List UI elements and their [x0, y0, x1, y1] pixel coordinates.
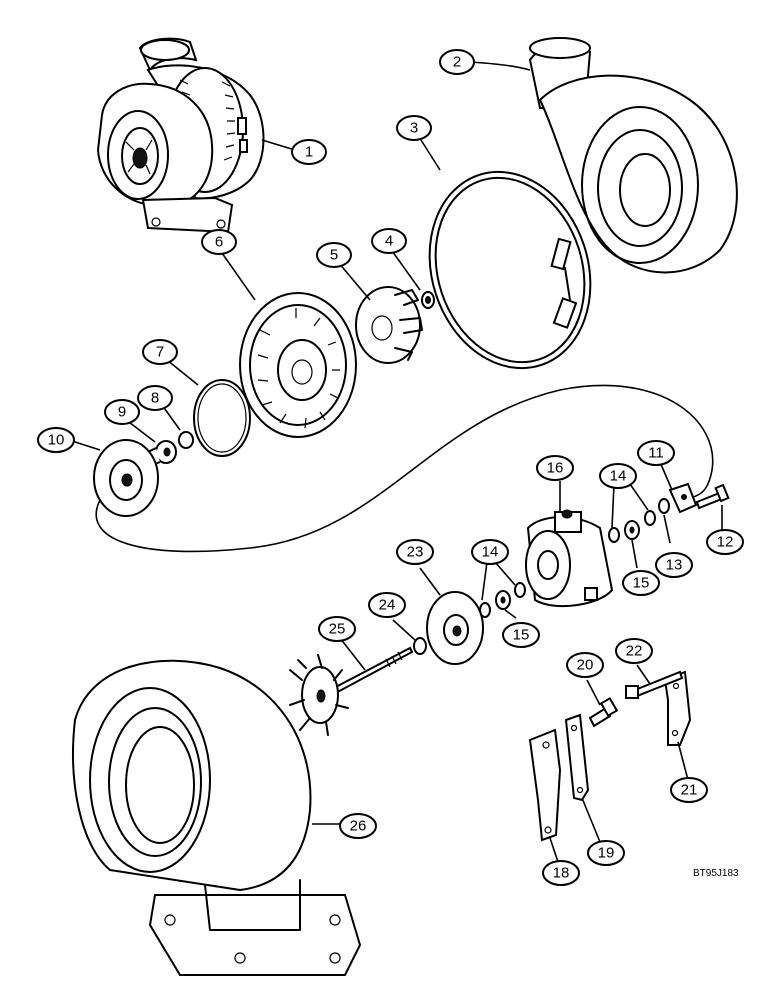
callout-20: 20: [566, 652, 604, 678]
retainer-plate-hardware: [658, 482, 730, 514]
svg-text:21: 21: [681, 782, 698, 799]
leader-lines: [71, 61, 723, 863]
callout-7: 7: [142, 339, 178, 365]
svg-text:6: 6: [215, 234, 223, 251]
svg-text:11: 11: [648, 445, 664, 462]
seal-ring: [178, 431, 194, 449]
svg-text:7: 7: [156, 344, 164, 361]
svg-text:20: 20: [577, 657, 594, 674]
thrust-bearing: [93, 439, 159, 517]
callout-22: 22: [615, 638, 653, 664]
callout-1: 1: [291, 139, 327, 165]
compressor-wheel: [355, 286, 423, 364]
svg-text:25: 25: [329, 621, 346, 638]
callout-6: 6: [201, 229, 237, 255]
svg-text:2: 2: [453, 54, 461, 71]
clamp-plates-and-bolts: [528, 670, 692, 842]
callout-25: 25: [318, 616, 356, 642]
piston-ring: [413, 637, 427, 655]
callout-3: 3: [396, 115, 432, 141]
backplate: [239, 292, 357, 438]
callout-14: 14: [599, 463, 637, 489]
callout-bubbles: 1 2 3 4 5 6 7 8: [37, 49, 744, 886]
assembly-connector-line: [95, 384, 714, 553]
svg-text:4: 4: [385, 233, 393, 250]
svg-text:15: 15: [513, 627, 530, 644]
v-band-clamp: [428, 170, 592, 370]
turbine-wheel-shaft: [289, 646, 414, 736]
svg-text:12: 12: [717, 534, 734, 551]
callout-14-lower: 14: [471, 539, 509, 565]
callout-2: 2: [439, 49, 475, 75]
svg-text:24: 24: [379, 597, 396, 614]
snap-rings-and-bearings: [479, 510, 656, 618]
svg-text:9: 9: [118, 404, 126, 421]
svg-text:14: 14: [482, 544, 499, 561]
svg-text:1: 1: [305, 144, 313, 161]
callout-19: 19: [587, 840, 625, 866]
callout-8: 8: [137, 385, 173, 411]
svg-text:26: 26: [350, 818, 367, 835]
callout-18: 18: [542, 860, 580, 886]
svg-text:13: 13: [666, 557, 683, 574]
svg-text:18: 18: [553, 865, 570, 882]
callout-26: 26: [339, 813, 377, 839]
svg-text:23: 23: [407, 544, 424, 561]
turbine-housing: [72, 659, 362, 976]
callout-15-lower: 15: [502, 622, 540, 648]
callout-9: 9: [104, 399, 140, 425]
svg-text:10: 10: [48, 432, 65, 449]
seal-plate: [426, 591, 484, 665]
svg-text:3: 3: [410, 120, 418, 137]
callout-4: 4: [371, 228, 407, 254]
callout-10: 10: [37, 427, 75, 453]
callout-5: 5: [316, 242, 352, 268]
compressor-housing: [528, 37, 738, 274]
callout-12: 12: [706, 529, 744, 555]
svg-text:15: 15: [633, 575, 650, 592]
svg-text:8: 8: [151, 390, 159, 407]
callout-13: 13: [655, 552, 693, 578]
svg-text:5: 5: [330, 247, 338, 264]
locknut: [421, 291, 435, 309]
callout-24: 24: [368, 592, 406, 618]
callout-15: 15: [622, 570, 660, 596]
callout-23: 23: [396, 539, 434, 565]
figure-reference-code: BT95J183: [693, 868, 739, 879]
svg-text:14: 14: [610, 468, 627, 485]
svg-text:16: 16: [547, 460, 564, 477]
callout-16: 16: [536, 455, 574, 481]
svg-text:19: 19: [598, 845, 615, 862]
svg-text:22: 22: [626, 643, 643, 660]
callout-11: 11: [637, 440, 675, 466]
center-housing: [525, 509, 614, 607]
turbocharger-assembly: [96, 37, 265, 234]
callout-21: 21: [670, 777, 708, 803]
o-ring: [193, 379, 251, 457]
